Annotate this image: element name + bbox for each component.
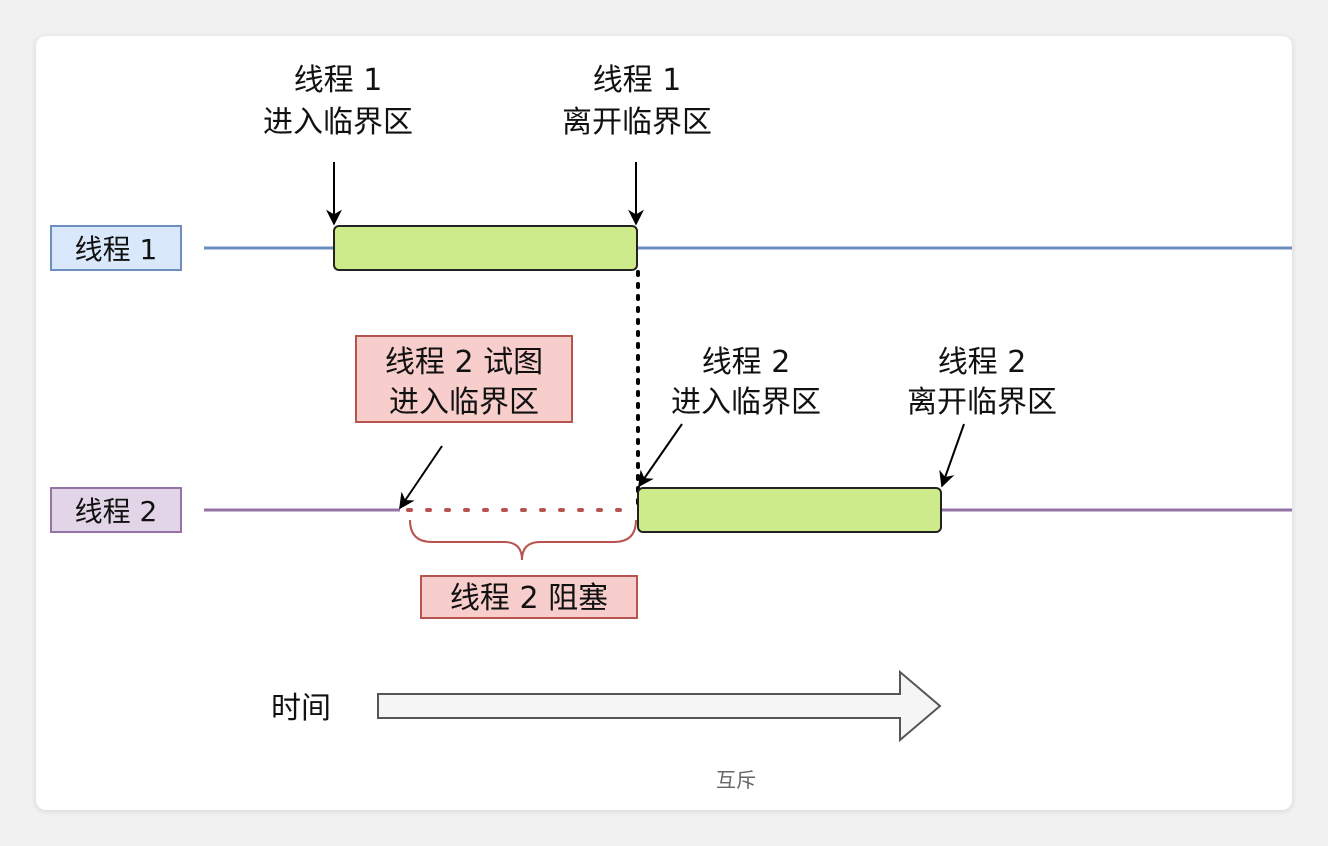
blocked-note-box bbox=[420, 575, 638, 619]
t1-leave-line1: 线程 1 bbox=[593, 63, 682, 98]
t2-try-line1: 线程 2 试图 bbox=[385, 345, 543, 380]
figure-caption: 互斥 bbox=[716, 768, 756, 792]
thread1-critical-section bbox=[333, 225, 638, 271]
thread2-critical-section bbox=[637, 487, 942, 533]
thread1-label: 线程 1 bbox=[75, 233, 158, 266]
t1-enter-line1: 线程 1 bbox=[294, 63, 383, 98]
t2-enter-line2: 进入临界区 bbox=[671, 385, 821, 420]
t2-try-arrow bbox=[399, 445, 443, 510]
t2-enter-line1: 线程 2 bbox=[702, 345, 791, 380]
thread2-label: 线程 2 bbox=[75, 495, 158, 528]
t1-enter-line2: 进入临界区 bbox=[263, 105, 413, 140]
thread2-label-box bbox=[50, 487, 182, 533]
time-label: 时间 bbox=[271, 691, 331, 726]
thread1-label-box bbox=[50, 225, 182, 271]
blocked-label: 线程 2 阻塞 bbox=[450, 581, 608, 616]
time-arrow bbox=[377, 669, 942, 743]
t2-try-line2: 进入临界区 bbox=[389, 385, 539, 420]
blocked-brace bbox=[409, 519, 637, 561]
t2-leave-line2: 离开临界区 bbox=[907, 385, 1057, 420]
t1-leave-line2: 离开临界区 bbox=[562, 105, 712, 140]
diagram-card: 线程 1 线程 1 进入临界区 线程 1 离开临界区 线程 2 线程 2 试图 … bbox=[36, 36, 1292, 810]
t2-try-note-box bbox=[355, 335, 573, 423]
mutex-diagram: 线程 1 线程 1 进入临界区 线程 1 离开临界区 线程 2 线程 2 试图 … bbox=[50, 63, 1292, 792]
t2-leave-arrow bbox=[939, 423, 965, 488]
t2-leave-line1: 线程 2 bbox=[938, 345, 1027, 380]
t2-enter-arrow bbox=[638, 423, 683, 488]
